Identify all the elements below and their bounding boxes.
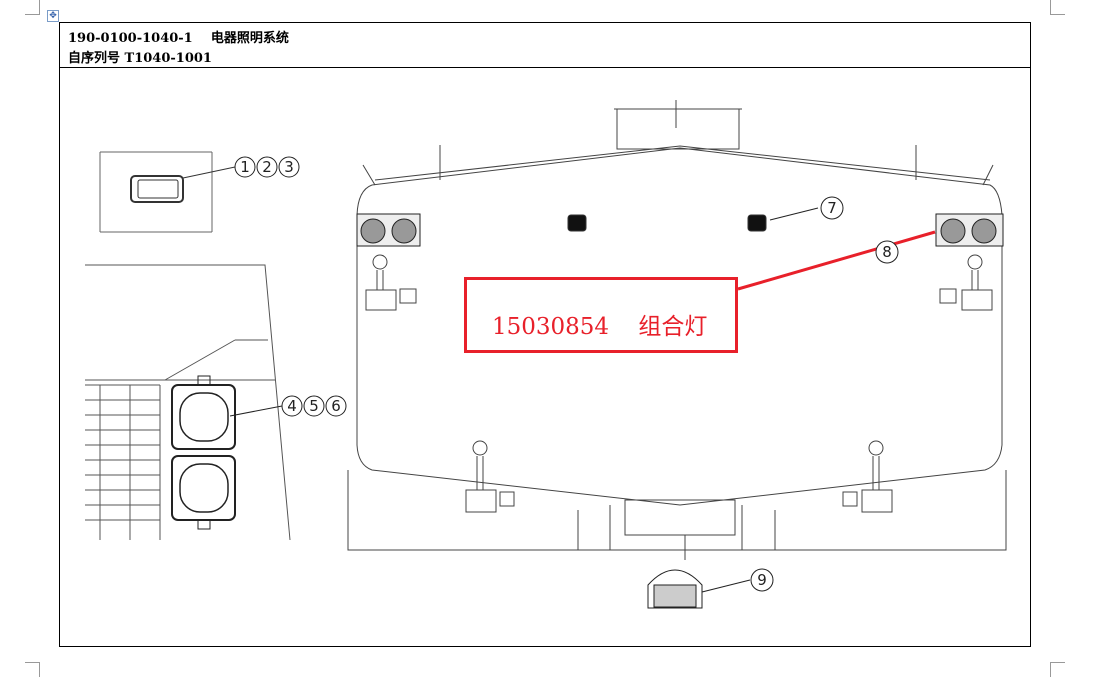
callout-8: 8	[882, 243, 892, 261]
callout-9: 9	[757, 571, 767, 589]
annotation-box	[464, 277, 738, 353]
crop-mark-bottom-right	[1050, 662, 1065, 677]
callout-circles	[234, 156, 899, 592]
callout-4: 4	[287, 397, 297, 415]
table-move-handle[interactable]: ✥	[47, 10, 59, 22]
callout-7: 7	[827, 199, 837, 217]
work-lamps	[567, 214, 767, 232]
valves	[365, 254, 993, 513]
connector-detail	[647, 569, 751, 609]
part-number: 15030854	[492, 314, 610, 340]
combination-lamps	[356, 213, 1004, 247]
tank-body	[347, 100, 1007, 560]
callout-2: 2	[262, 158, 272, 176]
leader-7	[769, 207, 819, 221]
crop-mark-top-right	[1050, 0, 1065, 15]
callout-6: 6	[331, 397, 341, 415]
serial-number-line: 自序列号 T1040-1001	[68, 51, 212, 66]
lamp-detail	[85, 264, 291, 541]
callout-1: 1	[240, 158, 250, 176]
document-table: 190-0100-1040-1 电器照明系统 自序列号 T1040-1001	[59, 22, 1031, 647]
annotation-text: 15030854 组合灯	[492, 307, 707, 341]
crop-mark-bottom-left	[25, 662, 40, 677]
document-code-title: 190-0100-1040-1 电器照明系统	[68, 31, 289, 46]
crop-mark-top-left	[25, 0, 40, 15]
annotation-leader	[737, 230, 936, 291]
part-name: 组合灯	[638, 314, 708, 340]
callout-3: 3	[284, 158, 294, 176]
table-header: 190-0100-1040-1 电器照明系统 自序列号 T1040-1001	[60, 23, 1030, 68]
callout-5: 5	[309, 397, 319, 415]
switch-detail	[99, 151, 236, 233]
